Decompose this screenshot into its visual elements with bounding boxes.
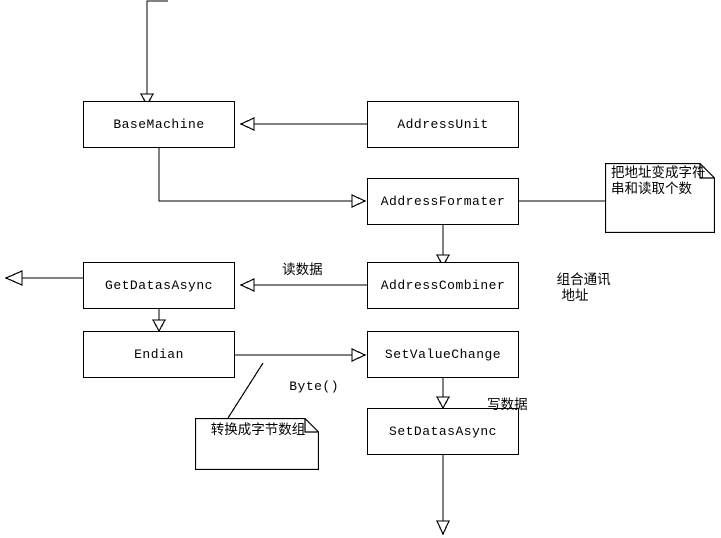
node-base-machine[interactable]: BaseMachine bbox=[83, 101, 235, 148]
note-shape bbox=[605, 163, 715, 233]
note-text: 把地址变成字符串和读取个数 bbox=[611, 165, 706, 197]
node-address-unit[interactable]: AddressUnit bbox=[367, 101, 519, 148]
node-label: SetDatasAsync bbox=[389, 424, 497, 439]
note-bytes-description: 转换成字节数组 bbox=[195, 418, 319, 470]
edge-label-text: Byte() bbox=[289, 378, 340, 394]
node-address-combiner[interactable]: AddressCombiner bbox=[367, 262, 519, 309]
edge-top-into-basemachine bbox=[139, 0, 168, 107]
edge-addressformater-to-addresscombiner bbox=[435, 225, 451, 268]
node-set-value-change[interactable]: SetValueChange bbox=[367, 331, 519, 378]
edge-label-combine-address: 组合通讯 地址 bbox=[535, 256, 615, 321]
node-label: BaseMachine bbox=[113, 117, 205, 132]
node-address-formater[interactable]: AddressFormater bbox=[367, 178, 519, 225]
edge-basemachine-to-addressformater bbox=[158, 148, 367, 208]
node-label: AddressUnit bbox=[397, 117, 489, 132]
node-label: AddressCombiner bbox=[380, 278, 506, 293]
node-label: Endian bbox=[134, 347, 184, 362]
node-get-datas-async[interactable]: GetDatasAsync bbox=[83, 262, 235, 309]
note-text: 转换成字节数组 bbox=[210, 422, 306, 438]
node-label: GetDatasAsync bbox=[105, 278, 213, 293]
edge-getdatasasync-to-endian bbox=[151, 309, 167, 333]
node-label: AddressFormater bbox=[380, 194, 506, 209]
edge-label-text: 组合通讯 地址 bbox=[556, 272, 611, 305]
edge-label-read-data: 读数据 bbox=[265, 246, 355, 295]
note-shape bbox=[195, 418, 319, 470]
edge-label-byte: Byte() bbox=[256, 363, 338, 410]
edge-label-write-data: 写数据 bbox=[470, 381, 534, 430]
edge-label-text: 读数据 bbox=[282, 262, 323, 279]
note-address-description: 把地址变成字符串和读取个数 bbox=[605, 163, 715, 233]
edge-label-text: 写数据 bbox=[487, 397, 528, 414]
edge-getdatasasync-to-left-edge bbox=[4, 270, 83, 286]
node-label: SetValueChange bbox=[384, 347, 502, 362]
node-set-datas-async[interactable]: SetDatasAsync bbox=[367, 408, 519, 455]
node-endian[interactable]: Endian bbox=[83, 331, 235, 378]
edge-addressunit-to-basemachine bbox=[239, 117, 367, 131]
edge-setdatasasync-to-bottom-edge bbox=[436, 455, 450, 536]
edge-endian-to-setvaluechange bbox=[235, 348, 367, 362]
edge-setvaluechange-to-setdatasasync bbox=[435, 378, 451, 410]
